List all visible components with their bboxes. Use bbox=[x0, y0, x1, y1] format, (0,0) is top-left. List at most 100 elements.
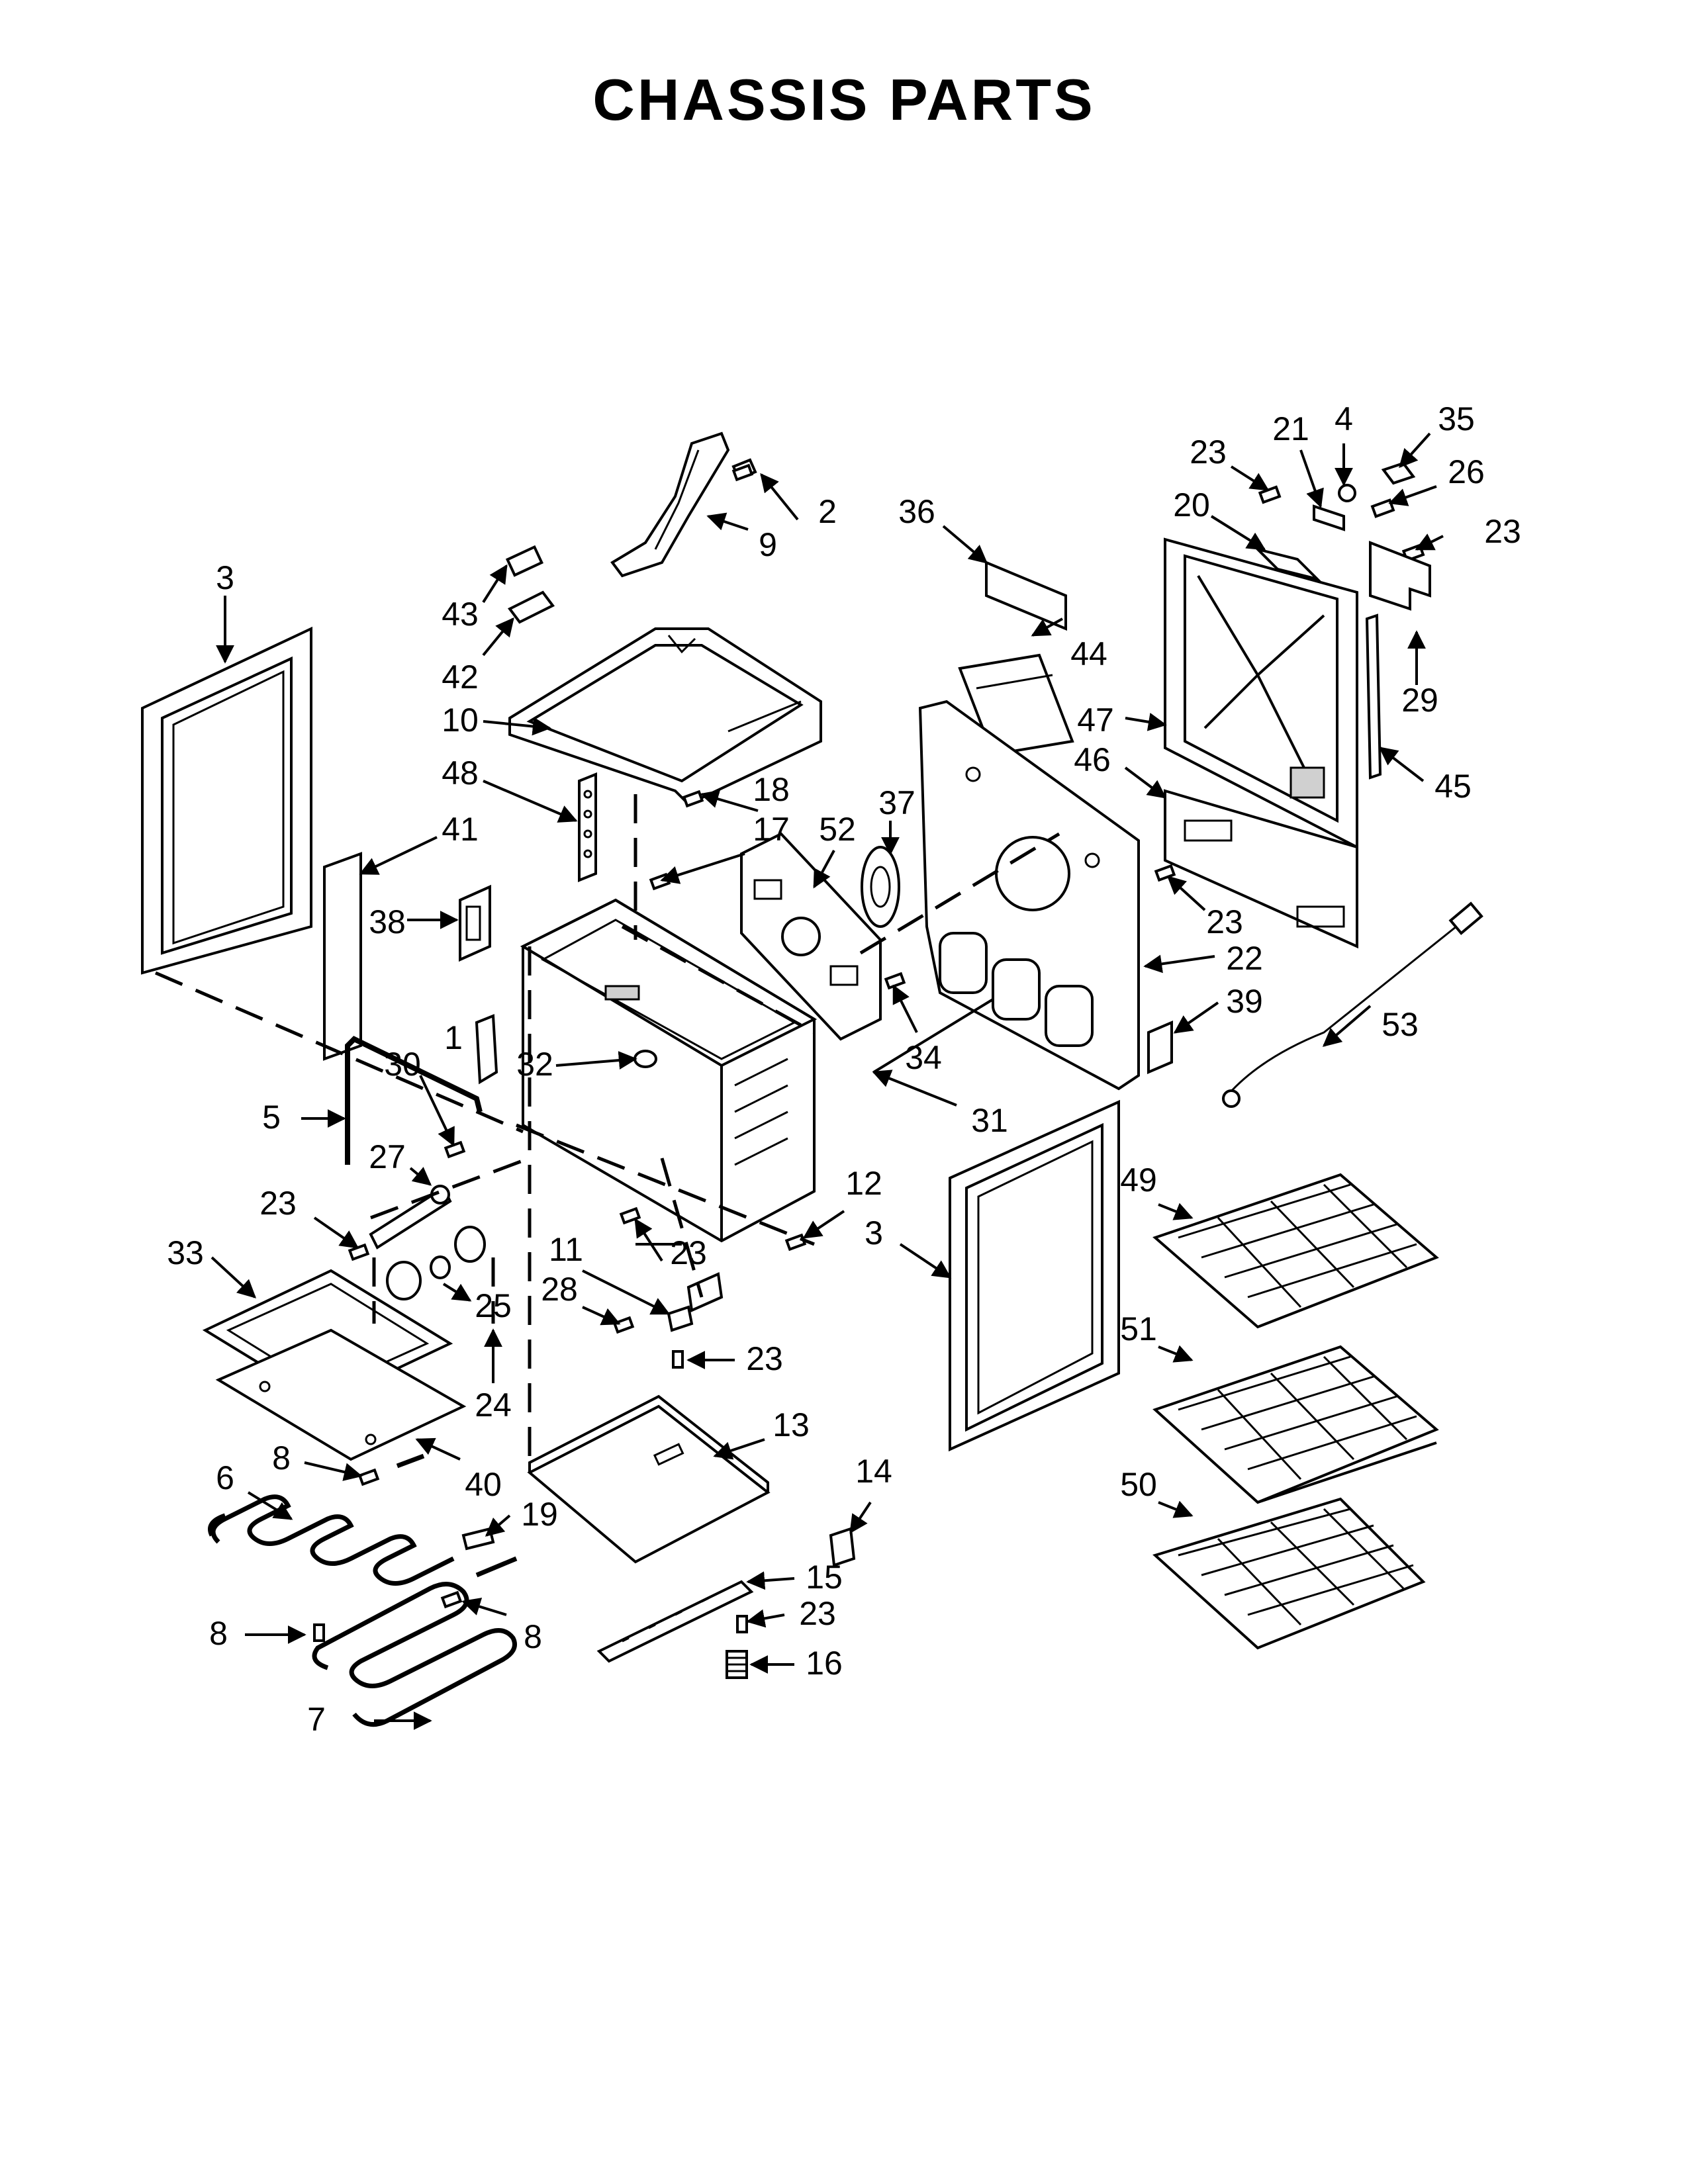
misc-parts-drawing bbox=[667, 1272, 724, 1332]
door-gasket-drawing bbox=[345, 1036, 483, 1165]
callout-3: 3 bbox=[865, 1214, 883, 1251]
manifold-panel-drawing bbox=[1164, 789, 1358, 949]
fan-blade-drawing bbox=[861, 846, 900, 928]
side-panel-left-drawing bbox=[141, 626, 312, 975]
callout-8: 8 bbox=[524, 1618, 542, 1655]
callout-29: 29 bbox=[1401, 682, 1438, 719]
convection-cover-drawing bbox=[740, 832, 882, 1041]
oven-rack-49-drawing bbox=[1152, 1173, 1439, 1329]
knobs-drawing bbox=[386, 1050, 657, 1300]
callout-12: 12 bbox=[845, 1165, 882, 1202]
power-cord-drawing bbox=[1222, 901, 1483, 1108]
callout-44: 44 bbox=[1070, 635, 1107, 672]
callout-32: 32 bbox=[516, 1046, 553, 1083]
callout-23: 23 bbox=[259, 1185, 297, 1222]
callout-27: 27 bbox=[369, 1138, 406, 1175]
callout-35: 35 bbox=[1438, 400, 1475, 437]
callout-8: 8 bbox=[209, 1615, 228, 1652]
assembly-lines bbox=[155, 794, 1060, 1469]
callout-28: 28 bbox=[541, 1271, 578, 1308]
oven-rack-50-drawing bbox=[1152, 1497, 1426, 1650]
top-panel-drawing bbox=[508, 627, 822, 806]
callout-36: 36 bbox=[898, 493, 935, 530]
callout-50: 50 bbox=[1120, 1466, 1157, 1503]
bake-element-drawing bbox=[208, 1453, 455, 1586]
callout-23: 23 bbox=[1206, 903, 1243, 940]
callout-18: 18 bbox=[753, 771, 790, 808]
callout-30: 30 bbox=[384, 1046, 421, 1083]
callout-15: 15 bbox=[806, 1559, 843, 1596]
callout-19: 19 bbox=[521, 1496, 558, 1533]
callout-51: 51 bbox=[1120, 1310, 1157, 1347]
callout-52: 52 bbox=[819, 811, 856, 848]
callout-1: 1 bbox=[444, 1019, 463, 1056]
callout-53: 53 bbox=[1382, 1006, 1419, 1043]
callout-9: 9 bbox=[759, 526, 777, 563]
leader-arrows bbox=[211, 432, 1444, 1730]
callout-23: 23 bbox=[670, 1234, 707, 1271]
callout-17: 17 bbox=[753, 811, 790, 848]
latch-drawing bbox=[459, 884, 491, 962]
callout-8: 8 bbox=[272, 1439, 291, 1477]
callout-43: 43 bbox=[442, 596, 479, 633]
callout-2: 2 bbox=[818, 493, 837, 530]
switch-27-drawing bbox=[369, 1185, 452, 1250]
callout-31: 31 bbox=[971, 1102, 1008, 1139]
spring-16-drawing bbox=[726, 1650, 748, 1679]
callout-40: 40 bbox=[465, 1466, 502, 1503]
callout-labels: 2 9 36 23 21 4 35 26 20 23 3 43 42 44 29… bbox=[167, 400, 1521, 1738]
back-panel-drawing bbox=[918, 700, 1140, 1091]
callout-14: 14 bbox=[855, 1453, 892, 1490]
terminal-block-drawing bbox=[1147, 1020, 1173, 1075]
callout-34: 34 bbox=[905, 1039, 942, 1076]
hinge-bracket-drawing bbox=[578, 772, 597, 882]
sensor-drawing bbox=[505, 545, 555, 624]
callout-16: 16 bbox=[806, 1645, 843, 1682]
callout-11: 11 bbox=[549, 1231, 583, 1268]
callout-4: 4 bbox=[1335, 400, 1353, 437]
callout-3: 3 bbox=[216, 559, 234, 596]
callout-5: 5 bbox=[262, 1099, 281, 1136]
side-trim-drawing bbox=[323, 852, 362, 1061]
callout-23: 23 bbox=[1484, 513, 1521, 550]
small-parts-top-drawing bbox=[1258, 461, 1425, 563]
callout-25: 25 bbox=[475, 1287, 512, 1324]
callout-23: 23 bbox=[799, 1595, 836, 1632]
vent-duct-drawing bbox=[610, 432, 757, 578]
oven-rack-51-drawing bbox=[1152, 1345, 1439, 1504]
callout-24: 24 bbox=[475, 1387, 512, 1424]
side-panel-right-drawing bbox=[949, 1099, 1120, 1452]
part-drawings bbox=[141, 432, 1483, 1727]
callout-41: 41 bbox=[442, 811, 479, 848]
callout-7: 7 bbox=[307, 1701, 326, 1738]
callout-37: 37 bbox=[878, 784, 915, 821]
callout-45: 45 bbox=[1434, 768, 1472, 805]
callout-23: 23 bbox=[1190, 433, 1227, 471]
callout-38: 38 bbox=[369, 903, 406, 940]
screws-drawing bbox=[313, 463, 1176, 1642]
callout-10: 10 bbox=[442, 702, 479, 739]
shield-29-drawing bbox=[1369, 541, 1431, 611]
callout-20: 20 bbox=[1173, 486, 1210, 523]
callout-46: 46 bbox=[1074, 741, 1111, 778]
side-bracket-45-drawing bbox=[1365, 614, 1382, 780]
heat-shield-drawing bbox=[985, 561, 1067, 631]
bottom-pan-drawing bbox=[215, 1328, 467, 1461]
callout-21: 21 bbox=[1272, 410, 1309, 447]
callout-39: 39 bbox=[1226, 983, 1263, 1020]
callout-42: 42 bbox=[442, 659, 479, 696]
callout-22: 22 bbox=[1226, 940, 1263, 977]
callout-6: 6 bbox=[216, 1459, 234, 1496]
drawer-liner-drawing bbox=[527, 1394, 771, 1564]
callout-33: 33 bbox=[167, 1234, 204, 1271]
callout-48: 48 bbox=[442, 754, 479, 792]
drawer-slide-drawing bbox=[596, 1580, 754, 1663]
door-hinge-drawing bbox=[475, 1014, 498, 1085]
callout-13: 13 bbox=[773, 1406, 810, 1443]
clip-19-drawing bbox=[461, 1527, 495, 1551]
broil-element-drawing bbox=[312, 1556, 518, 1727]
bracket-20-drawing bbox=[1253, 547, 1322, 582]
page-title: CHASSIS PARTS bbox=[592, 67, 1096, 132]
callout-26: 26 bbox=[1448, 453, 1485, 490]
